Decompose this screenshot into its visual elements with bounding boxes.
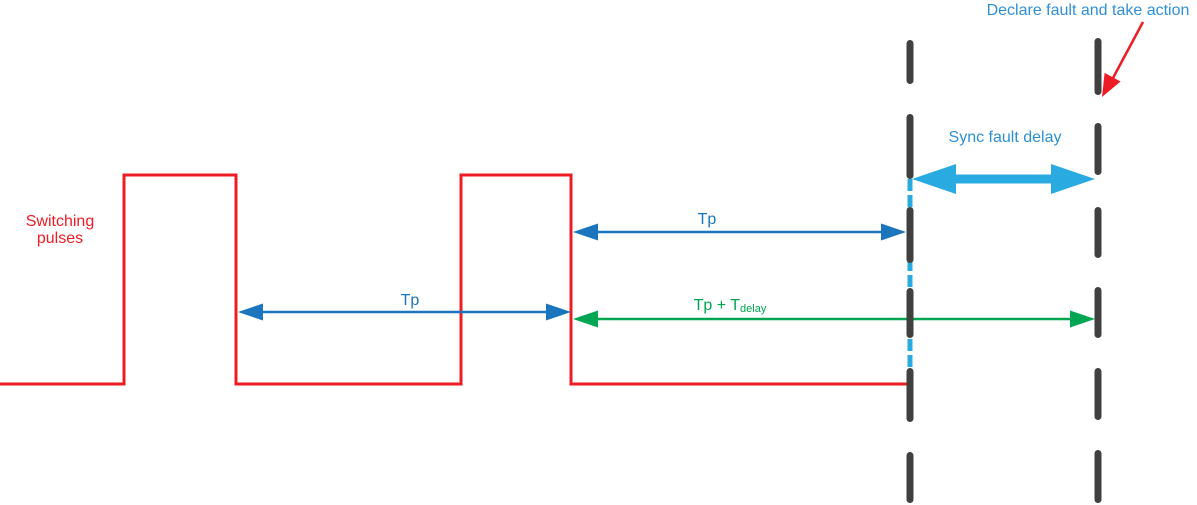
tp-arrow-lower [238,303,571,321]
arrowhead-left-icon [238,303,263,321]
tp-label-upper: Tp [697,211,717,228]
switching-pulses-label: Switching pulses [25,213,95,247]
sync-fault-delay-label: Sync fault delay [948,129,1062,146]
declare-fault-label: Declare fault and take action [986,2,1190,19]
arrowhead-icon [1102,72,1121,97]
tp-plus-tdelay-label: Tp + Tdelay [640,297,820,318]
sync-fault-delay-arrow [912,164,1095,194]
tp-label-lower: Tp [400,292,420,309]
arrowhead-left-icon [573,223,598,241]
arrowhead-right-icon [1070,310,1095,328]
arrowhead-left-icon [912,164,956,194]
switching-pulses-waveform [0,173,907,386]
arrowhead-left-icon [573,310,598,328]
declare-fault-arrow [1102,21,1145,97]
tp-plus-tdelay-arrow [573,310,1095,328]
tp-plus-tdelay-main: Tp + T [693,297,741,314]
arrowhead-right-icon [881,223,906,241]
tp-plus-tdelay-subscript: delay [740,303,767,315]
arrowhead-right-icon [546,303,571,321]
tp-arrow-upper [573,223,906,241]
arrowhead-right-icon [1051,164,1095,194]
